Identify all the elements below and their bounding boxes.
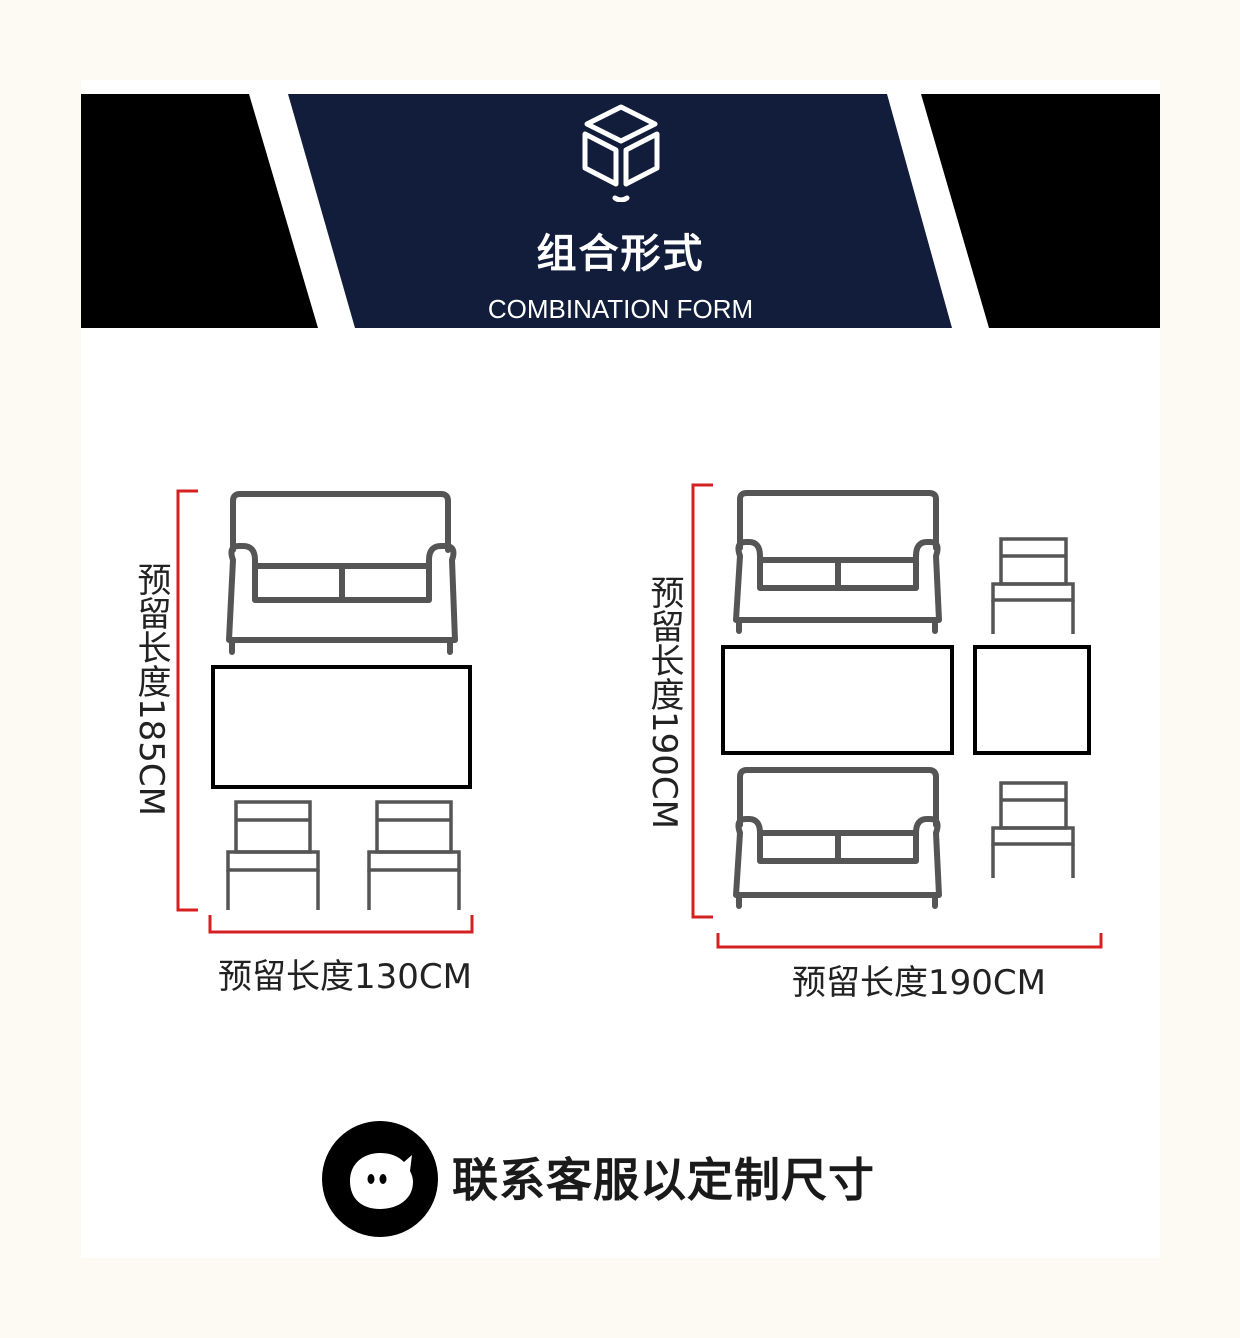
side-table bbox=[973, 645, 1091, 755]
sofa-icon bbox=[226, 491, 458, 655]
chair-icon bbox=[991, 781, 1075, 878]
width-label-2: 预留长度190CM bbox=[792, 963, 1046, 1003]
chair-icon bbox=[226, 800, 320, 910]
height-label-1: 预留长度185CM bbox=[131, 562, 171, 816]
section-header-banner: 组合形式 COMBINATION FORM bbox=[81, 94, 1160, 328]
height-label-2: 预留长度190CM bbox=[644, 575, 684, 829]
section-subtitle: COMBINATION FORM bbox=[487, 294, 754, 324]
cube-icon bbox=[582, 104, 660, 202]
width-dimension-line-2 bbox=[716, 933, 1103, 949]
width-dimension-line-1 bbox=[208, 915, 474, 934]
height-dimension-line-2 bbox=[691, 483, 713, 919]
layout-1 bbox=[176, 489, 474, 934]
layout-2 bbox=[691, 483, 1103, 949]
height-dimension-line-1 bbox=[176, 489, 198, 912]
header-background bbox=[81, 94, 1160, 328]
mascot-icon bbox=[322, 1121, 438, 1237]
coffee-table bbox=[721, 645, 954, 755]
combination-form-card: 组合形式 COMBINATION FORM bbox=[81, 80, 1160, 1258]
coffee-table bbox=[211, 665, 472, 789]
chair-icon bbox=[991, 537, 1075, 634]
section-title: 组合形式 bbox=[536, 230, 705, 277]
sofa-icon bbox=[733, 767, 942, 909]
layout-diagrams bbox=[176, 483, 1103, 949]
width-label-1: 预留长度130CM bbox=[218, 957, 472, 997]
sofa-icon bbox=[733, 490, 942, 634]
contact-text: 联系客服以定制尺寸 bbox=[452, 1153, 875, 1207]
chair-icon bbox=[367, 800, 461, 910]
header-navy-panel bbox=[288, 94, 952, 328]
